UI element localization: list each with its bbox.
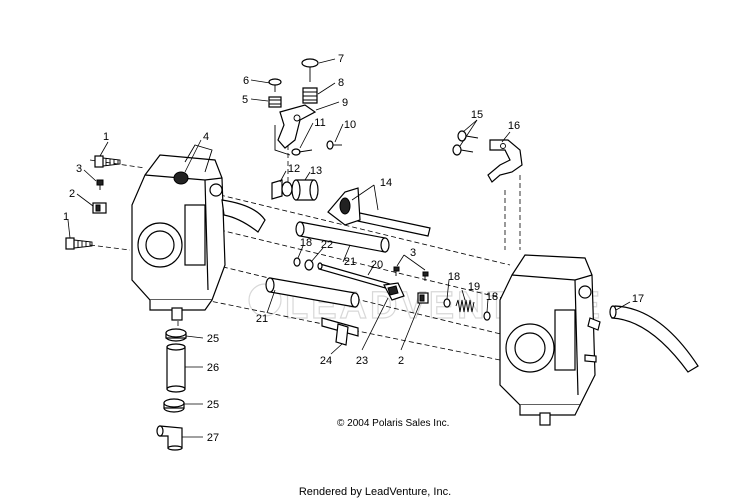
callout-1-upper: 1 — [103, 131, 109, 143]
tee-fitting-24 — [321, 317, 359, 346]
screw-10 — [326, 140, 342, 150]
callout-26: 26 — [207, 362, 219, 374]
screw-1-upper — [94, 155, 121, 168]
callout-27: 27 — [207, 432, 219, 444]
callout-3-left: 3 — [76, 163, 82, 175]
spring-19 — [455, 299, 475, 313]
callout-4: 4 — [203, 131, 209, 143]
callout-17: 17 — [632, 293, 644, 305]
elbow-fitting-27 — [156, 425, 183, 451]
callout-9: 9 — [342, 97, 348, 109]
callout-8: 8 — [338, 77, 344, 89]
shaft-20 — [317, 262, 391, 290]
callout-10: 10 — [344, 119, 356, 131]
callout-3-center: 3 — [410, 247, 416, 259]
washer-3-left — [96, 179, 104, 190]
hose-26 — [166, 343, 186, 393]
callout-5: 5 — [242, 94, 248, 106]
clip-2-center — [417, 292, 429, 304]
clamp-25-upper — [165, 328, 187, 342]
clamp-25-lower — [163, 398, 185, 413]
washer-18-mid — [443, 298, 451, 308]
rendered-by-text: Rendered by LeadVenture, Inc. — [299, 486, 451, 498]
callout-25-upper: 25 — [207, 333, 219, 345]
callout-18-right: 18 — [486, 291, 498, 303]
washer-18-right — [483, 311, 491, 321]
callout-19: 19 — [468, 281, 480, 293]
left-carburetor — [131, 144, 266, 321]
clip-2-left — [92, 202, 107, 214]
callout-6: 6 — [243, 75, 249, 87]
callout-1-lower: 1 — [63, 211, 69, 223]
washer-22 — [304, 259, 314, 271]
callout-labels: 1 3 2 1 4 6 5 7 8 9 11 10 12 13 14 18 22… — [63, 53, 644, 444]
throttle-shaft-14 — [327, 187, 431, 237]
screws-15 — [452, 130, 479, 156]
screw-7 — [301, 58, 319, 82]
callout-23: 23 — [356, 355, 368, 367]
spring-8 — [302, 87, 318, 104]
callout-11: 11 — [314, 117, 325, 129]
spring-12 — [271, 179, 293, 200]
leader-lines — [67, 58, 631, 438]
callout-21-lower: 21 — [256, 313, 268, 325]
callout-16: 16 — [508, 120, 520, 132]
screw-1-lower — [65, 237, 93, 250]
callout-15: 15 — [471, 109, 483, 121]
right-carburetor — [499, 254, 601, 426]
callout-22: 22 — [321, 239, 333, 251]
callout-12: 12 — [288, 163, 300, 175]
screws-3-center — [393, 266, 429, 281]
callout-24: 24 — [320, 355, 332, 367]
screw-11 — [291, 148, 313, 156]
spring-5 — [268, 96, 282, 108]
callout-21-upper: 21 — [344, 256, 356, 268]
callout-14: 14 — [380, 177, 392, 189]
callout-20: 20 — [371, 259, 383, 271]
callout-13: 13 — [310, 165, 322, 177]
rod-21-upper — [295, 221, 390, 253]
callout-7: 7 — [338, 53, 344, 65]
rod-21-lower — [265, 277, 360, 308]
coupling-23 — [383, 282, 405, 301]
bracket-9 — [274, 104, 317, 156]
callout-18-mid: 18 — [448, 271, 460, 283]
bracket-16 — [487, 139, 523, 183]
callout-18-left: 18 — [300, 237, 312, 249]
screw-6 — [268, 78, 282, 92]
callout-25-lower: 25 — [207, 399, 219, 411]
callout-2-center: 2 — [398, 355, 404, 367]
cylinder-13 — [291, 179, 319, 201]
fuel-hose-17 — [609, 305, 699, 373]
copyright-text: © 2004 Polaris Sales Inc. — [337, 418, 449, 429]
washer-18-left — [293, 257, 301, 267]
callout-2-left: 2 — [69, 188, 75, 200]
